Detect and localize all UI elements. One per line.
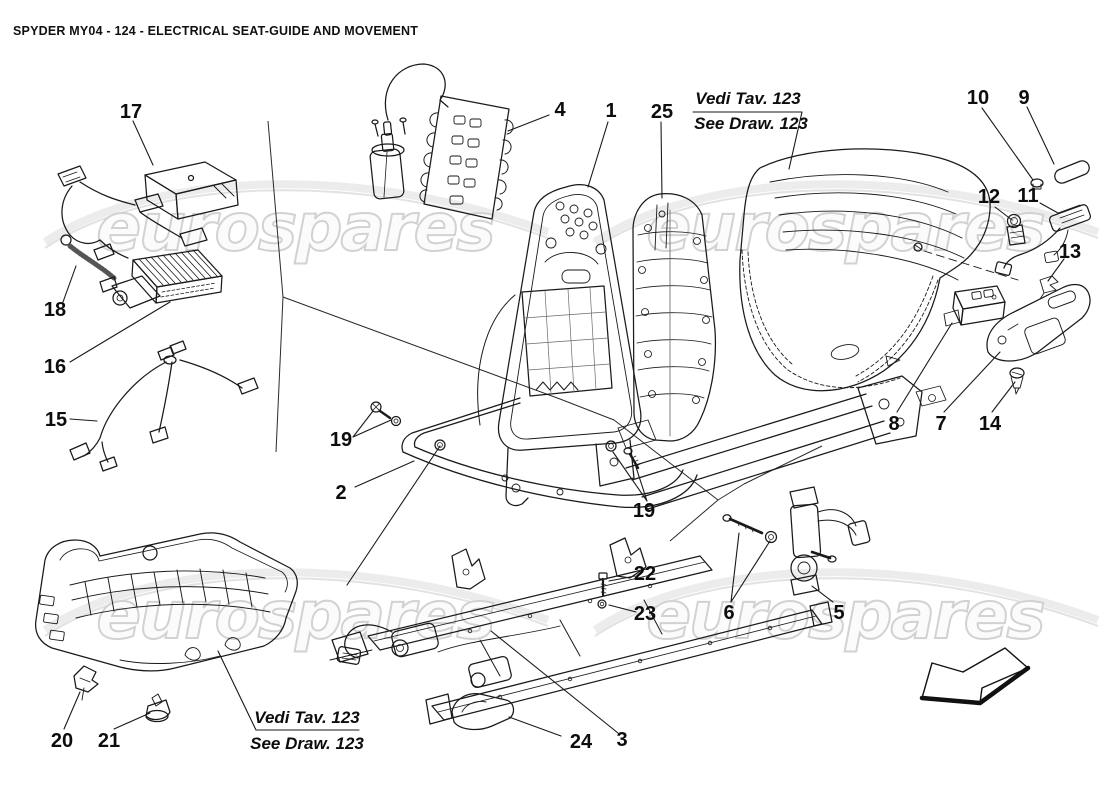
part-7-side-trim-drawing	[986, 283, 1091, 395]
part-9-10-caps-drawing	[1030, 160, 1090, 190]
part-3-rail-assembly-drawing	[329, 537, 833, 731]
watermark-text: eurospares	[96, 189, 493, 266]
callout-18: 18	[43, 299, 67, 321]
callout-11: 11	[1017, 185, 1039, 207]
callout-25: 25	[650, 101, 674, 123]
callout-19b: 19	[632, 500, 656, 522]
callout-15: 15	[44, 409, 68, 431]
callout-24: 24	[569, 731, 593, 753]
watermark-text: eurospares	[646, 189, 1043, 266]
callout-1: 1	[605, 100, 617, 122]
callout-6: 6	[723, 602, 735, 624]
callout-7: 7	[935, 413, 947, 435]
callout-22: 22	[633, 563, 657, 585]
callout-16: 16	[43, 356, 67, 378]
part-15-harness-drawing	[69, 340, 259, 472]
part-2-seat-frame-drawing	[370, 375, 947, 510]
part-17-control-unit-drawing	[144, 161, 239, 220]
part-5-motor-drawing	[722, 486, 871, 596]
section-dividers	[267, 120, 823, 542]
note-bottom-line1: Vedi Tav. 123	[254, 708, 360, 727]
callout-19a: 19	[329, 429, 353, 451]
part-25-backrest-panel-drawing	[632, 193, 717, 442]
direction-arrow	[919, 647, 1031, 706]
callout-21: 21	[97, 730, 121, 752]
part-4-lumbar-mat-drawing	[369, 63, 514, 220]
callout-5: 5	[833, 602, 845, 624]
part-11-12-13-switch-drawing	[994, 204, 1092, 300]
callout-4: 4	[554, 99, 566, 121]
callout-17: 17	[119, 101, 143, 123]
watermark-layer: eurospares eurospares eurospares eurospa…	[42, 180, 1100, 655]
callout-2: 2	[335, 482, 347, 504]
callout-23: 23	[633, 603, 657, 625]
part-20-21-clips-drawing	[73, 665, 171, 723]
part-8-switch-module-drawing	[943, 285, 1006, 327]
note-top-line1: Vedi Tav. 123	[695, 89, 801, 108]
part-16-module-drawing	[99, 249, 223, 309]
callout-20: 20	[50, 730, 74, 752]
note-top-line2: See Draw. 123	[694, 114, 808, 133]
callout-8: 8	[888, 413, 900, 435]
part-18-wiring-harness-drawing	[57, 165, 208, 281]
leader-lines	[62, 106, 1065, 737]
callout-14: 14	[978, 413, 1002, 435]
callout-13: 13	[1058, 241, 1082, 263]
callout-12: 12	[977, 186, 1001, 208]
watermark-text: eurospares	[96, 577, 493, 654]
page-title: SPYDER MY04 - 124 - ELECTRICAL SEAT-GUID…	[13, 24, 419, 38]
callout-3: 3	[616, 729, 628, 751]
watermark-text: eurospares	[646, 577, 1043, 654]
seat-pan-drawing	[34, 532, 298, 672]
note-bottom-line2: See Draw. 123	[250, 734, 364, 753]
callout-10: 10	[966, 87, 990, 109]
callout-9: 9	[1018, 87, 1030, 109]
